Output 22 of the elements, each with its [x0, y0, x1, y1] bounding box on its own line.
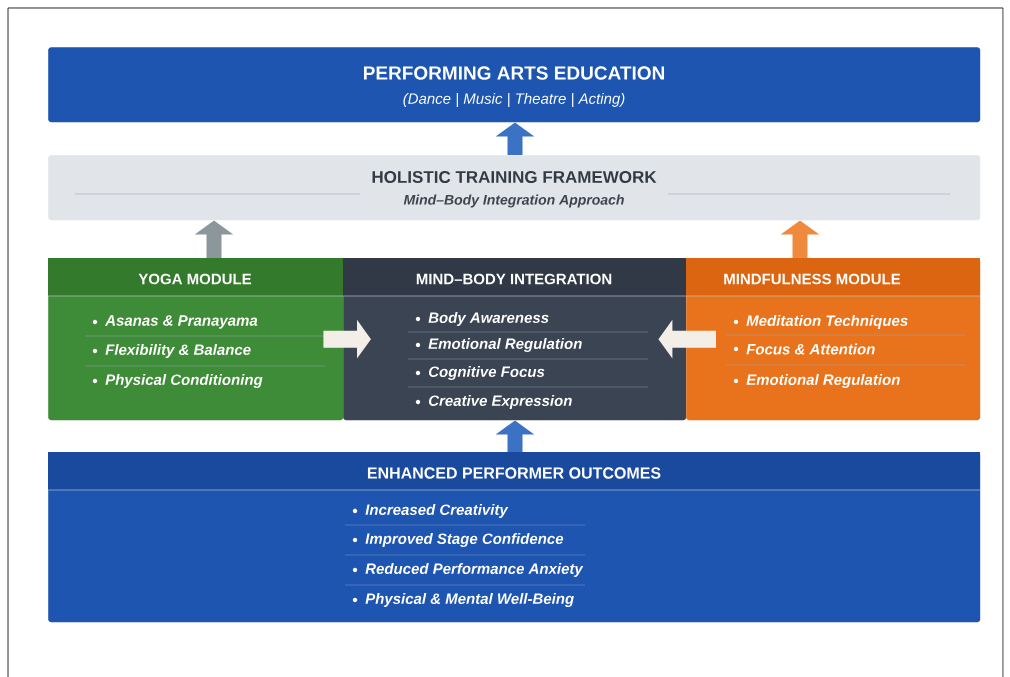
- heading: HOLISTIC TRAINING FRAMEWORK: [372, 171, 657, 183]
- bullet-item: Reduced Performance Anxiety: [352, 563, 584, 577]
- bullet-item: Cognitive Focus: [415, 366, 545, 380]
- bullet-item: Body Awareness: [415, 312, 549, 326]
- bullet-item: Physical & Mental Well-Being: [352, 593, 574, 607]
- bullet-item: Physical Conditioning: [92, 374, 263, 388]
- bullet-item: Focus & Attention: [733, 343, 875, 355]
- bullet-item: Improved Stage Confidence: [352, 533, 564, 547]
- heading: PERFORMING ARTS EDUCATION: [364, 66, 664, 80]
- bullet-item: Meditation Techniques: [733, 315, 908, 329]
- heading: MIND–BODY INTEGRATION: [416, 273, 612, 285]
- bullet-item: Asanas & Pranayama: [92, 315, 258, 329]
- bullet-item: Emotional Regulation: [415, 338, 582, 352]
- heading: YOGA MODULE: [138, 273, 252, 285]
- heading: ENHANCED PERFORMER OUTCOMES: [367, 467, 661, 479]
- bullet-item: Flexibility & Balance: [92, 344, 251, 358]
- subtitle: (Dance | Music | Theatre | Acting): [403, 92, 625, 108]
- bullet-item: Emotional Regulation: [733, 374, 900, 388]
- bullet-item: Increased Creativity: [352, 504, 509, 518]
- subtitle: Mind–Body Integration Approach: [403, 194, 624, 208]
- heading: MINDFULNESS MODULE: [724, 273, 901, 285]
- bullet-item: Creative Expression: [415, 395, 572, 409]
